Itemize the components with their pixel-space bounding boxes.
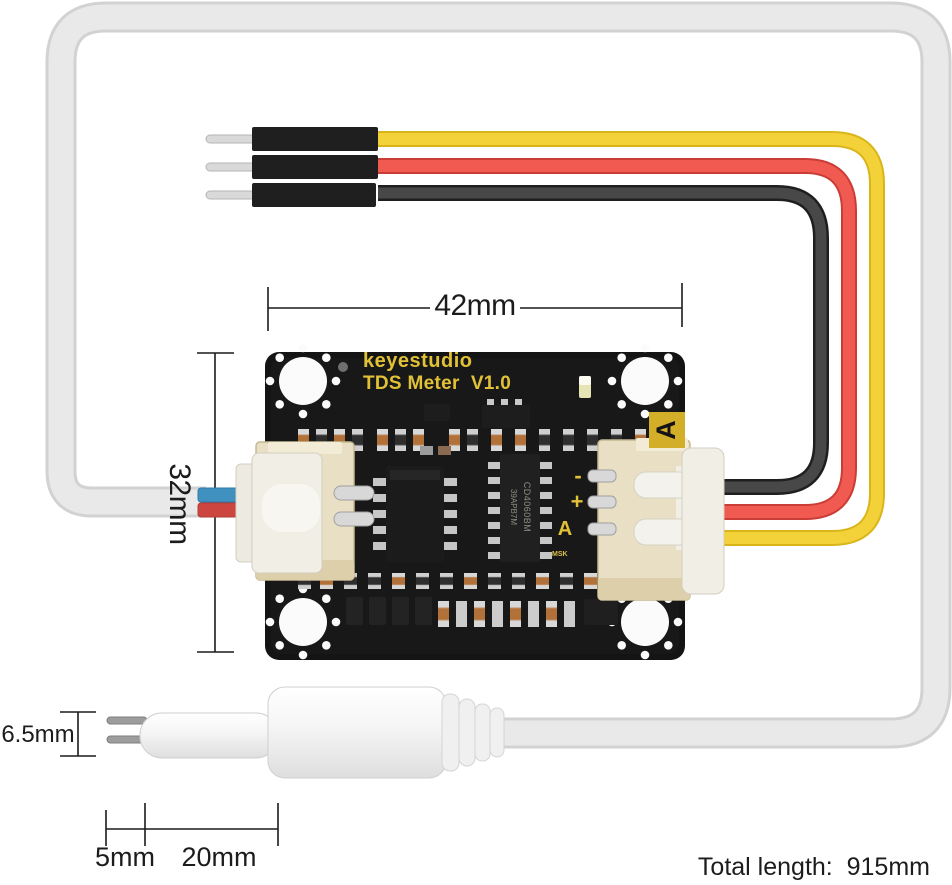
total-length-label: Total length: 915mm <box>697 853 930 881</box>
probe-body <box>267 686 447 779</box>
tds-probe <box>106 686 505 779</box>
ic-marking-line2: CD4060BM <box>522 481 532 533</box>
dimension-line-6.5mm <box>60 711 96 757</box>
dimension-lines <box>60 283 683 846</box>
sot23-transistor <box>424 404 450 421</box>
jumper-wire-black <box>378 185 829 495</box>
model-silkscreen: TDS Meter V1.0 <box>363 373 512 394</box>
pin-label-analog: A <box>557 518 573 540</box>
pin-housing <box>252 183 376 207</box>
jumper-wire-red <box>378 158 857 520</box>
probe-shaft <box>139 712 279 759</box>
probe-pin <box>106 716 148 725</box>
ic-marking-line1: 39APB7M <box>509 488 518 526</box>
pin-label-plus: + <box>570 489 584 514</box>
brand-silkscreen: keyestudio <box>363 350 473 372</box>
probe-pin-length-label: 5mm <box>95 842 155 872</box>
board-width-label: 42mm <box>434 289 516 322</box>
corner-badge: A <box>649 412 685 448</box>
logo-dot <box>338 362 348 372</box>
pcb-board <box>265 343 685 660</box>
ic-chip-left <box>373 466 457 562</box>
jumper-pin-connectors <box>205 127 378 207</box>
pin-housing <box>252 127 378 151</box>
probe-connector-left <box>235 441 375 581</box>
probe-cable-loop <box>45 1 952 749</box>
jumper-wire-yellow <box>378 131 885 546</box>
dimension-line-5mm-20mm <box>105 803 279 846</box>
pcb-small-marking: MSK <box>552 551 568 558</box>
dimension-line-42mm <box>267 283 683 331</box>
small-ic <box>482 399 530 428</box>
smd-row-bottom-2 <box>346 597 618 627</box>
ic-chip-cd4060 <box>488 454 552 562</box>
probe-head-length-label: 20mm <box>181 842 257 872</box>
signal-connector-right <box>587 438 725 601</box>
probe-pin-height-label: 6.5mm <box>1 721 75 748</box>
pin-label-minus: - <box>574 463 582 488</box>
pin-housing <box>252 155 378 179</box>
board-height-label: 32mm <box>163 463 196 545</box>
probe-lead-wires <box>197 487 241 518</box>
